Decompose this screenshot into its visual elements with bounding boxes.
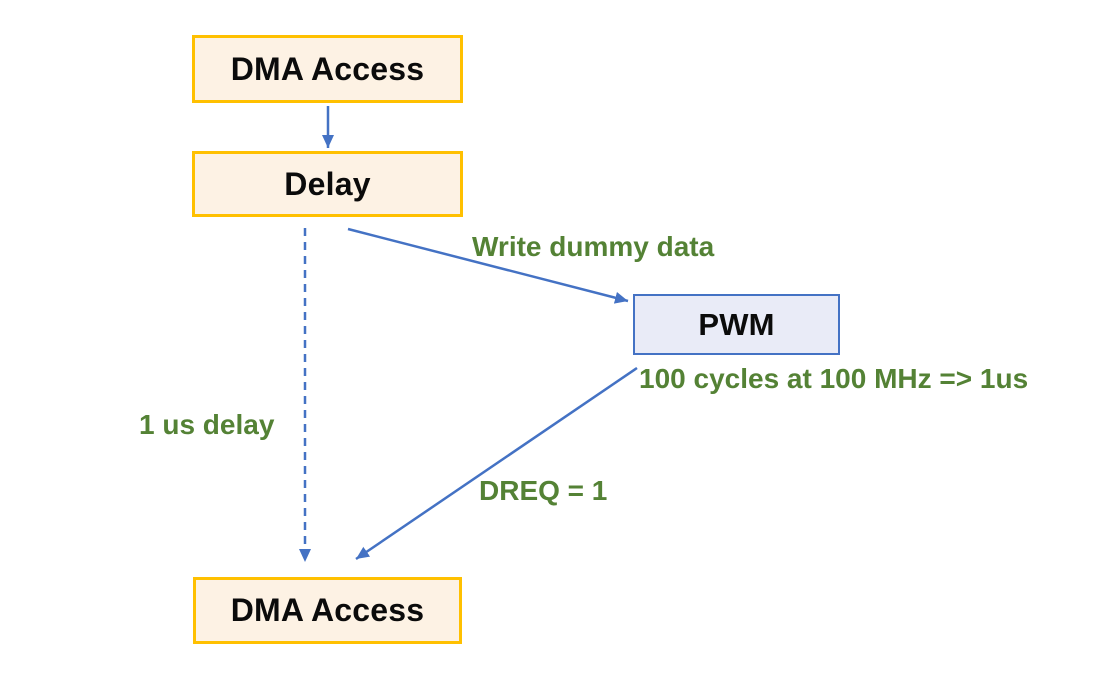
annotation-100-cycles: 100 cycles at 100 MHz => 1us [639,363,1029,394]
node-delay: Delay [192,151,463,217]
edge-label-write-dummy-data: Write dummy data [472,231,715,262]
edge-label-1us-delay: 1 us delay [139,409,275,440]
node-pwm: PWM [633,294,840,355]
node-dma-access-bottom: DMA Access [193,577,462,644]
arrow-pwm-to-dma-bottom [355,366,638,561]
edge-label-dreq: DREQ = 1 [479,475,608,506]
node-dma-access-top: DMA Access [192,35,463,103]
